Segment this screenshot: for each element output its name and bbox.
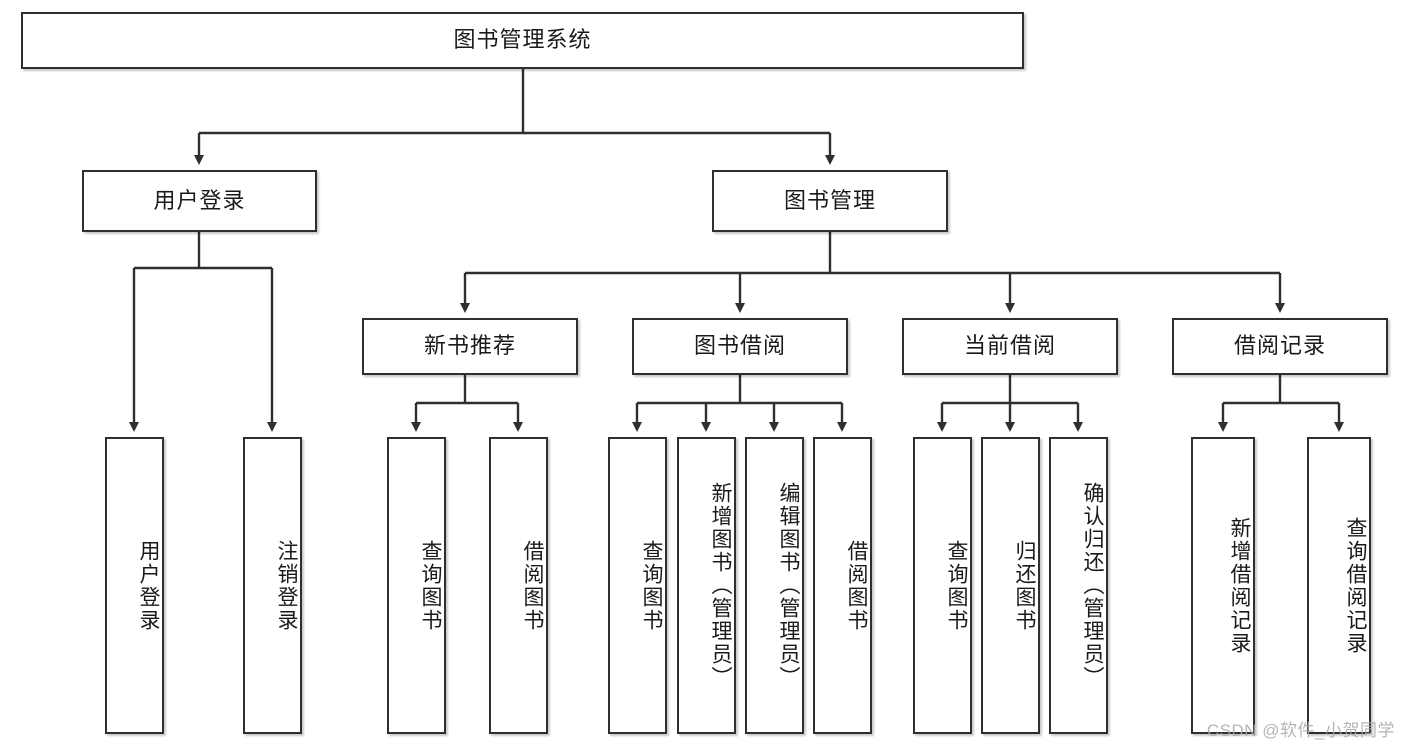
node-leaf-edit-book[interactable]: 编辑图书（管理员） (745, 437, 804, 734)
node-user-login[interactable]: 用户登录 (82, 170, 317, 232)
node-borrow-record[interactable]: 借阅记录 (1172, 318, 1388, 375)
node-leaf-add-book[interactable]: 新增图书（管理员） (677, 437, 736, 734)
node-leaf-query-book-1-label: 查询图书 (419, 539, 442, 632)
node-book-management-label: 图书管理 (783, 187, 876, 213)
node-leaf-borrow-book-1[interactable]: 借阅图书 (489, 437, 548, 734)
node-new-book-recommend-label: 新书推荐 (423, 333, 516, 359)
node-book-borrow[interactable]: 图书借阅 (632, 318, 848, 375)
node-leaf-confirm-return-label: 确认归还（管理员） (1081, 482, 1104, 689)
node-leaf-add-record-label: 新增借阅记录 (1228, 516, 1251, 655)
node-leaf-return-book[interactable]: 归还图书 (981, 437, 1040, 734)
node-leaf-borrow-book-2-label: 借阅图书 (845, 539, 868, 632)
node-leaf-borrow-book-1-label: 借阅图书 (521, 539, 544, 632)
node-leaf-user-login-label: 用户登录 (137, 539, 160, 632)
node-current-borrow-label: 当前借阅 (963, 333, 1056, 359)
node-book-management[interactable]: 图书管理 (712, 170, 948, 232)
node-leaf-add-record[interactable]: 新增借阅记录 (1191, 437, 1255, 734)
node-leaf-user-login[interactable]: 用户登录 (105, 437, 164, 734)
node-leaf-logout-login[interactable]: 注销登录 (243, 437, 302, 734)
node-leaf-query-book-3[interactable]: 查询图书 (913, 437, 972, 734)
node-leaf-query-book-2-label: 查询图书 (640, 539, 663, 632)
node-leaf-logout-login-label: 注销登录 (275, 539, 298, 632)
node-leaf-return-book-label: 归还图书 (1013, 539, 1036, 632)
node-root-label: 图书管理系统 (453, 27, 592, 53)
node-leaf-edit-book-label: 编辑图书（管理员） (777, 482, 800, 689)
node-borrow-record-label: 借阅记录 (1233, 333, 1326, 359)
node-leaf-query-book-1[interactable]: 查询图书 (387, 437, 446, 734)
node-leaf-query-book-2[interactable]: 查询图书 (608, 437, 667, 734)
node-user-login-label: 用户登录 (153, 187, 246, 213)
watermark: CSDN @软件_小贺同学 (1206, 721, 1395, 740)
node-root[interactable]: 图书管理系统 (21, 12, 1024, 69)
node-leaf-confirm-return[interactable]: 确认归还（管理员） (1049, 437, 1108, 734)
node-leaf-query-record[interactable]: 查询借阅记录 (1307, 437, 1371, 734)
node-leaf-query-record-label: 查询借阅记录 (1344, 516, 1367, 655)
node-book-borrow-label: 图书借阅 (693, 333, 786, 359)
node-leaf-add-book-label: 新增图书（管理员） (709, 482, 732, 689)
node-new-book-recommend[interactable]: 新书推荐 (362, 318, 578, 375)
node-leaf-borrow-book-2[interactable]: 借阅图书 (813, 437, 872, 734)
node-current-borrow[interactable]: 当前借阅 (902, 318, 1118, 375)
node-leaf-query-book-3-label: 查询图书 (945, 539, 968, 632)
